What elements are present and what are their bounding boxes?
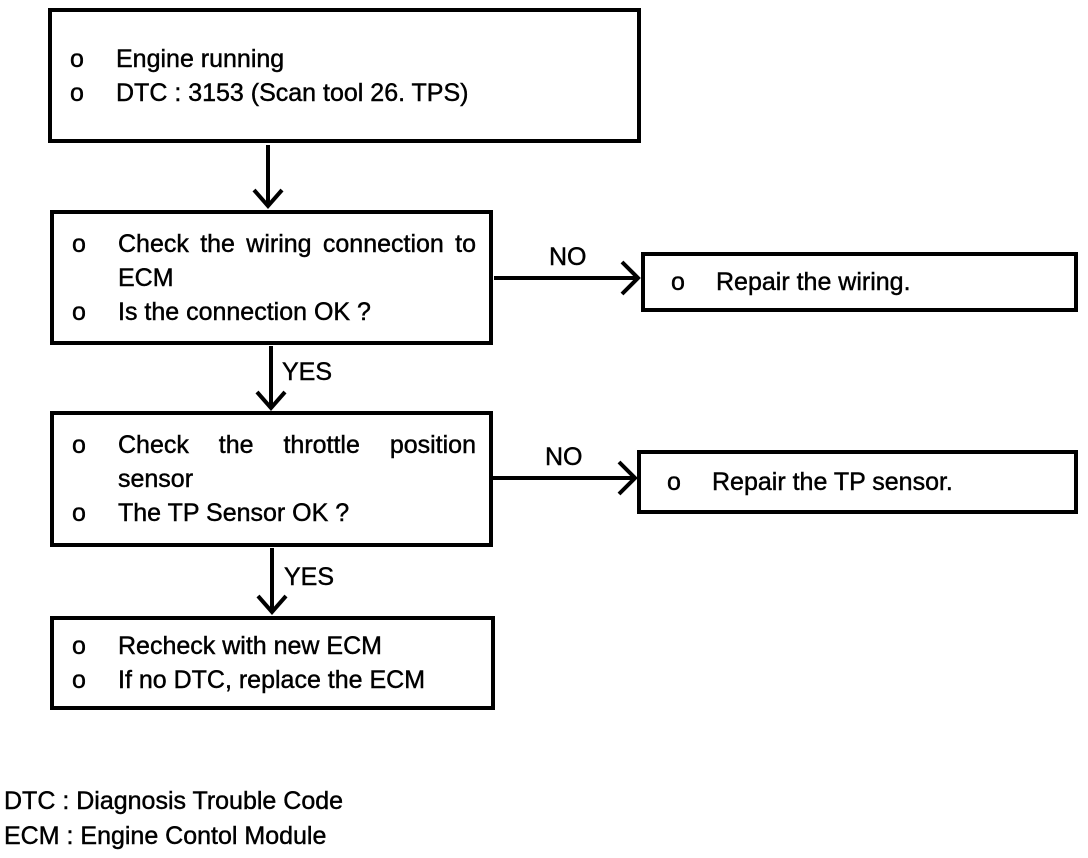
node-repair-wiring: o Repair the wiring.: [641, 252, 1078, 312]
arrow-start-to-check-wiring: [252, 145, 284, 210]
bullet-marker: o: [72, 632, 86, 660]
bullet-marker: o: [671, 268, 685, 296]
bullet-text: Check the wiring connection to ECM: [118, 229, 476, 292]
bullet-text: Is the connection OK ?: [118, 297, 371, 326]
bullet-marker: o: [72, 431, 86, 459]
bullet-text: Check the throttle position sensor: [118, 431, 476, 493]
legend-line-ecm: ECM : Engine Contol Module: [4, 822, 327, 850]
bullet-text: Repair the wiring.: [716, 268, 911, 296]
bullet-item: o Repair the TP sensor.: [667, 465, 1061, 499]
bullet-text: If no DTC, replace the ECM: [118, 666, 426, 694]
bullet-text: Engine running: [116, 44, 285, 73]
bullet-item: o Check the wiring connection to ECM: [72, 227, 476, 295]
bullet-item: o DTC : 3153 (Scan tool 26. TPS): [70, 76, 624, 110]
edge-label-no-repair-tp-sensor: NO: [545, 443, 583, 471]
bullet-marker: o: [667, 468, 681, 496]
bullet-text: The TP Sensor OK ?: [118, 499, 350, 527]
arrow-no-to-repair-wiring: [494, 260, 641, 296]
bullet-marker: o: [72, 297, 86, 326]
bullet-item: o Is the connection OK ?: [72, 295, 476, 329]
edge-label-yes-recheck-ecm: YES: [284, 563, 335, 591]
bullet-marker: o: [72, 229, 86, 258]
node-check-wiring: o Check the wiring connection to ECM o I…: [50, 210, 493, 345]
bullet-marker: o: [70, 78, 84, 107]
node-start: o Engine running o DTC : 3153 (Scan tool…: [48, 8, 641, 143]
bullet-marker: o: [70, 44, 84, 73]
node-check-tp-sensor: o Check the throttle position sensor o T…: [50, 411, 493, 547]
arrow-yes-to-recheck-ecm: [256, 548, 288, 616]
bullet-marker: o: [72, 666, 86, 694]
bullet-item: o Check the throttle position sensor: [72, 428, 476, 496]
bullet-item: o Engine running: [70, 42, 624, 76]
node-recheck-ecm: o Recheck with new ECM o If no DTC, repl…: [50, 616, 495, 710]
bullet-text: Repair the TP sensor.: [712, 468, 953, 496]
bullet-text: Recheck with new ECM: [118, 632, 382, 660]
edge-label-no-repair-wiring: NO: [549, 243, 587, 271]
bullet-item: o If no DTC, replace the ECM: [72, 663, 478, 697]
bullet-item: o Recheck with new ECM: [72, 629, 478, 663]
arrow-no-to-repair-tp-sensor: [493, 460, 638, 496]
legend-line-dtc: DTC : Diagnosis Trouble Code: [4, 787, 344, 815]
bullet-item: o The TP Sensor OK ?: [72, 496, 476, 530]
arrow-yes-to-check-tp-sensor: [255, 346, 287, 412]
edge-label-yes-check-tp-sensor: YES: [282, 358, 333, 386]
legend: DTC : Diagnosis Trouble Code ECM : Engin…: [4, 784, 343, 854]
bullet-item: o Repair the wiring.: [671, 265, 1061, 299]
node-repair-tp-sensor: o Repair the TP sensor.: [637, 450, 1078, 514]
bullet-marker: o: [72, 499, 86, 527]
bullet-text: DTC : 3153 (Scan tool 26. TPS): [116, 78, 469, 107]
